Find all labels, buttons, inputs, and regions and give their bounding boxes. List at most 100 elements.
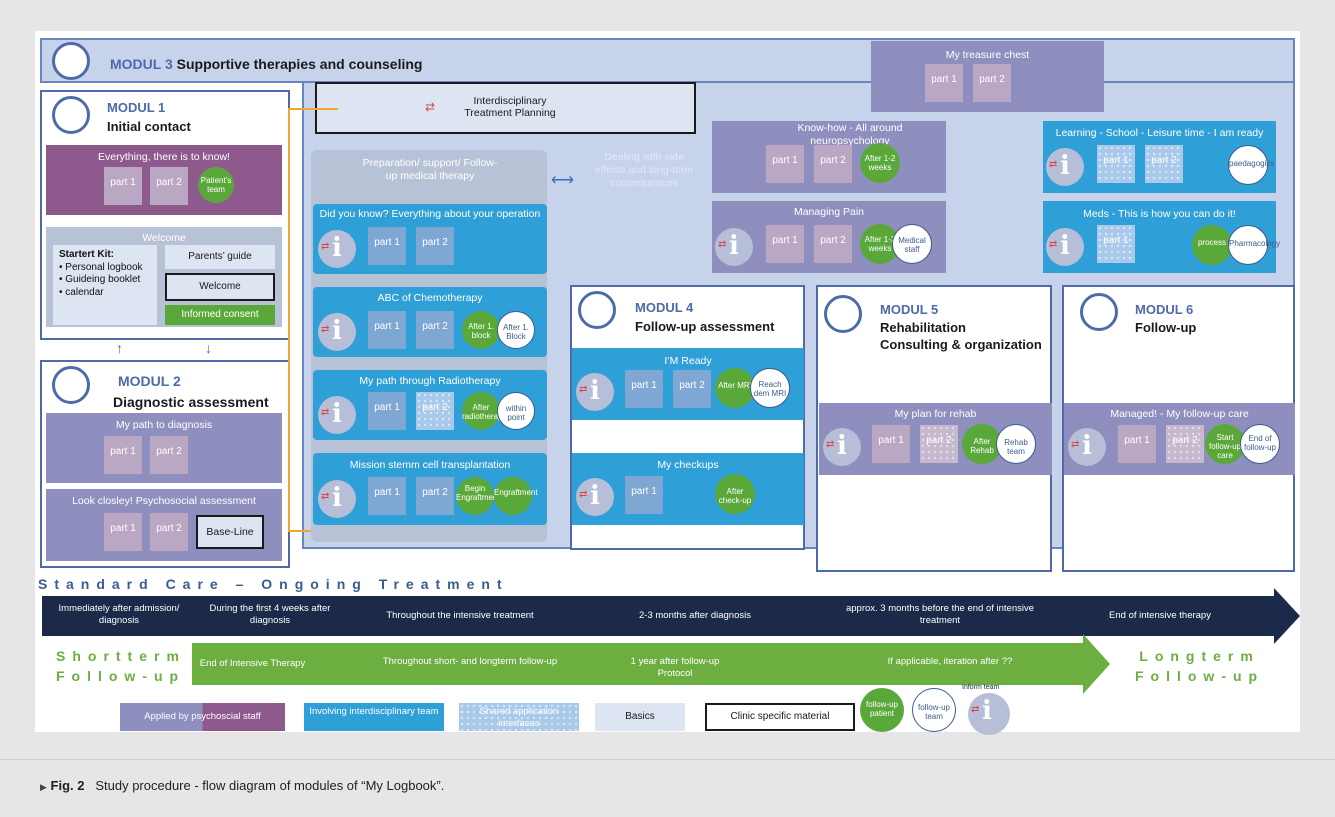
timeline-top-arrowhead [1274, 588, 1300, 644]
modul3-title: MODUL 3 Supportive therapies and counsel… [110, 56, 423, 72]
checkups-part1: part 1 [625, 476, 663, 514]
prep-dealing: Dealing with side effects and long-term … [594, 151, 694, 190]
path-part2: part 2 [150, 436, 188, 474]
interdisciplinary-label: Interdisciplinary Treatment Planning [464, 95, 556, 119]
everything-title: Everything, there is to know! [98, 151, 230, 163]
modul5-circle [824, 295, 862, 333]
timeline-top-3: 2-3 months after diagnosis [639, 610, 751, 621]
managed-green: Start follow-up care [1205, 424, 1245, 464]
caption-label: Fig. 2 [50, 778, 85, 793]
stem-green: Begin Engraftment [456, 477, 500, 515]
managed-title: Managed! - My follow-up care [1110, 408, 1249, 420]
ready-white: Reach dem MRI [750, 368, 790, 408]
pain-white: Medical staff [892, 224, 932, 264]
info-icon: ⇄i [318, 230, 356, 268]
legend-interdisc: Involving interdisciplinary team [304, 703, 444, 731]
learning-title: Learning - School - Leisure time - I am … [1055, 127, 1264, 139]
knowhow-part2: part 2 [814, 145, 852, 183]
legend-basics: Basics [595, 703, 685, 731]
learning-white: paedagogics [1228, 145, 1274, 185]
timeline-bottom-2: 1 year after follow-up Protocol [630, 656, 720, 680]
legend-shared: Shared application interfaces [459, 703, 579, 731]
info-icon: ⇄i [1046, 148, 1084, 186]
timeline-top-2: Throughout the intensive treatment [386, 610, 534, 621]
meds-green: process [1192, 225, 1232, 265]
path-title: My path to diagnosis [115, 419, 213, 431]
arrow-down: ↓ [205, 340, 212, 356]
timeline-bottom-bar [192, 643, 1083, 685]
caption-bar [0, 759, 1335, 817]
shortterm-line1: Shortterm [56, 648, 186, 664]
legend-inform-icon: ⇄i [968, 693, 1010, 735]
modul3-circle [52, 42, 90, 80]
modul6-label: MODUL 6 [1135, 302, 1194, 317]
meds-part1: part 1 [1097, 225, 1135, 263]
welcome-box: Welcome [165, 273, 275, 301]
interdisciplinary-arrows-icon: ⇄ [425, 100, 436, 114]
modul1-circle [52, 96, 90, 134]
everything-part2: part 2 [150, 167, 188, 205]
radio-white: within point [497, 392, 535, 430]
stem-title: Mission stemm cell transplantation [349, 459, 511, 471]
chemo-part1: part 1 [368, 311, 406, 349]
info-icon: ⇄i [576, 373, 614, 411]
longterm-label: Longterm Follow-up [1135, 647, 1264, 686]
rehab-part1: part 1 [872, 425, 910, 463]
ready-part1: part 1 [625, 370, 663, 408]
everything-part1: part 1 [104, 167, 142, 205]
modul6-title: Follow-up [1135, 320, 1197, 335]
learning-part1: part 1 [1097, 145, 1135, 183]
shortterm-label: Shortterm Follow-up [56, 647, 186, 686]
modul6-circle [1080, 293, 1118, 331]
modul4-label: MODUL 4 [635, 300, 694, 315]
chemo-part2: part 2 [416, 311, 454, 349]
legend-follow-patient: follow-up patient [860, 688, 904, 732]
operation-title: Did you know? Everything about your oper… [319, 208, 541, 220]
starter-kit-title: Startert Kit: [59, 249, 115, 260]
timeline-top-bar [42, 596, 1274, 636]
timeline-top-1: During the first 4 weeks after diagnosis [209, 603, 331, 627]
radio-green: After radiotherapy [462, 392, 506, 430]
info-icon: ⇄i [1068, 428, 1106, 466]
modul1-label: MODUL 1 [107, 100, 166, 115]
caption-text: Study procedure - flow diagram of module… [95, 778, 445, 793]
info-icon: ⇄i [318, 396, 356, 434]
learning-part2: part 2 [1145, 145, 1183, 183]
meds-white: Pharmacology [1228, 225, 1280, 265]
rehab-title: My plan for rehab [894, 408, 977, 420]
operation-part2: part 2 [416, 227, 454, 265]
legend-clinic: Clinic specific material [705, 703, 855, 731]
managed-part1: part 1 [1118, 425, 1156, 463]
treasure-part1: part 1 [925, 64, 963, 102]
radio-title: My path through Radiotherapy [359, 375, 501, 387]
chemo-title: ABC of Chemotherapy [377, 292, 483, 304]
knowhow-title: Know-how - All around neuropsychology [797, 122, 903, 148]
modul5-title1: Rehabilitation [880, 320, 966, 335]
modul2-label: MODUL 2 [118, 373, 181, 389]
welcome-head: Welcome [142, 232, 186, 244]
rehab-white: Rehab team [996, 424, 1036, 464]
timeline-top-4: approx. 3 months before the end of inten… [845, 603, 1034, 627]
radio-part2: part 2 [416, 392, 454, 430]
timeline-bottom-0: End of Intensive Therapy [199, 658, 306, 669]
prep-title: Preparation/ support/ Follow-up medical … [362, 157, 498, 183]
interdisciplinary-box [315, 82, 696, 134]
info-icon: ⇄i [318, 480, 356, 518]
timeline-top-0: Immediately after admission/ diagnosis [58, 603, 180, 627]
checkups-green: After check-up [715, 474, 755, 514]
modul2-title: Diagnostic assessment [113, 394, 269, 410]
legend-inform-label: Inform team [962, 684, 1000, 691]
informed-consent: Informed consent [165, 305, 275, 325]
starter-item: • Personal logbook [59, 261, 143, 273]
starter-item: • Guideing booklet [59, 274, 141, 285]
psycho-title: Look closley! Psychosocial assessment [72, 495, 256, 507]
stem-green2: Engraftment [494, 477, 538, 515]
info-icon: ⇄i [715, 228, 753, 266]
modul1-title: Initial contact [107, 119, 191, 134]
timeline-top-5: End of intensive therapy [1109, 610, 1211, 621]
starter-item: • calendar [59, 286, 104, 298]
caption: ▶ Fig. 2 Study procedure - flow diagram … [40, 778, 444, 793]
info-icon: ⇄i [318, 313, 356, 351]
modul5-title2: Consulting & organization [880, 337, 1042, 352]
baseline-box: Base-Line [196, 515, 264, 549]
